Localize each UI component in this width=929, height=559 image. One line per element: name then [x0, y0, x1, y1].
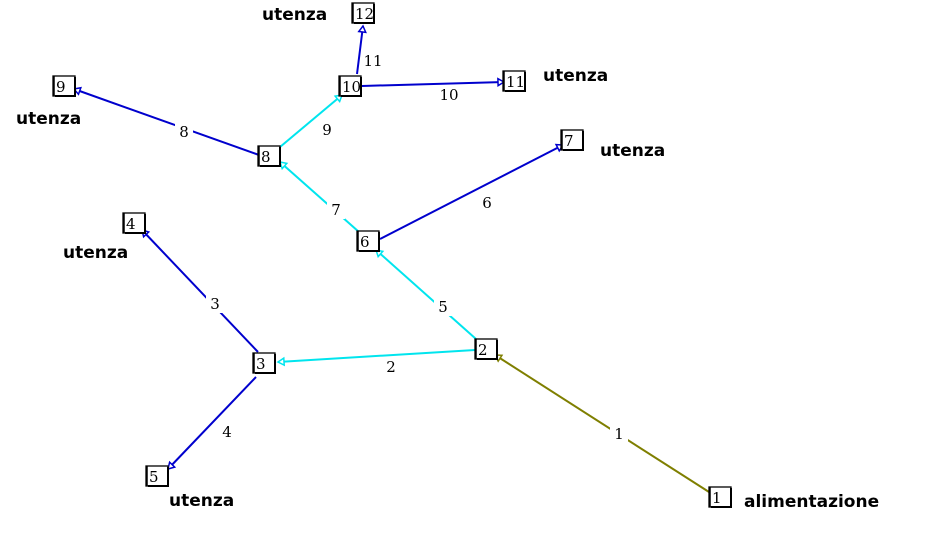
edge-number: 2: [386, 358, 396, 376]
node-role-label: utenza: [63, 243, 128, 263]
node-shadow: [148, 467, 169, 487]
edge-8: 8: [72, 86, 260, 156]
edge-label-gap: [175, 123, 193, 141]
edge-4: 4: [166, 376, 257, 471]
node-7: 7: [560, 129, 584, 151]
node-shadow: [354, 4, 375, 24]
node-4: 4: [122, 212, 146, 234]
edge-label-gap: [434, 298, 452, 316]
node-role-label: alimentazione: [744, 492, 879, 512]
edge-10: 10: [361, 77, 506, 104]
node-role-label: utenza: [169, 491, 234, 511]
node-number: 12: [355, 5, 374, 23]
node-role-label: utenza: [16, 109, 81, 129]
node-shadow: [125, 214, 146, 234]
edge-number: 7: [331, 201, 341, 219]
edge-line: [167, 376, 257, 470]
node-shadow: [359, 232, 380, 252]
node-6: 6: [356, 230, 380, 252]
edge-6: 6: [379, 143, 565, 240]
node-shadow: [260, 147, 281, 167]
edge-11: 11: [356, 24, 383, 75]
node-number: 1: [712, 489, 722, 507]
edge-line: [141, 229, 259, 353]
edge-label-gap: [206, 295, 224, 313]
edge-line: [379, 144, 564, 240]
edge-9: 9: [279, 94, 344, 148]
node-1: 1: [708, 486, 732, 508]
node-shadow: [711, 488, 732, 508]
edge-arrow-icon: [278, 161, 289, 171]
edge-line: [356, 25, 364, 75]
labels-layer: alimentazione utenza utenza utenza utenza ute…: [16, 5, 879, 512]
node-number: 6: [360, 233, 370, 251]
node-shadow: [477, 340, 498, 360]
node-shadow: [255, 354, 276, 374]
edge-number: 5: [438, 298, 448, 316]
node-9: 9: [52, 75, 76, 97]
node-number: 8: [261, 148, 271, 166]
edge-label-gap: [382, 358, 400, 376]
node-3: 3: [252, 352, 276, 374]
node-number: 10: [342, 78, 361, 96]
edge-line: [73, 88, 260, 156]
edge-number: 10: [439, 86, 458, 104]
node-2: 2: [474, 338, 498, 360]
edge-label-gap: [318, 121, 336, 139]
node-shadow: [505, 72, 526, 92]
edge-line: [494, 354, 710, 493]
edge-arrow-icon: [497, 77, 506, 87]
node-shadow: [341, 77, 362, 97]
edge-label-gap: [218, 423, 236, 441]
node-shadow: [55, 77, 76, 97]
node-number: 5: [149, 468, 159, 486]
node-role-label: utenza: [262, 5, 327, 25]
edge-arrow-icon: [357, 24, 367, 34]
node-number: 2: [478, 341, 488, 359]
node-number: 9: [56, 78, 66, 96]
edge-number: 4: [222, 423, 232, 441]
edge-line: [279, 161, 360, 233]
node-10: 10: [338, 75, 362, 97]
node-number: 4: [126, 215, 136, 233]
edge-label-gap: [610, 425, 628, 443]
edge-label-gap: [440, 86, 458, 104]
edge-number: 1: [614, 425, 624, 443]
edge-2: 2: [276, 349, 476, 376]
node-number: 7: [564, 132, 574, 150]
edge-5: 5: [374, 249, 477, 340]
node-number: 3: [256, 355, 266, 373]
edge-7: 7: [278, 161, 360, 233]
edge-line: [361, 81, 505, 87]
edge-label-gap: [364, 52, 382, 70]
node-role-label: utenza: [600, 141, 665, 161]
edge-label-gap: [327, 201, 345, 219]
node-role-label: utenza: [543, 66, 608, 86]
edge-number: 6: [482, 194, 492, 212]
node-shadow: [563, 131, 584, 151]
edge-1: 1: [493, 354, 710, 493]
edge-label-gap: [478, 194, 496, 212]
node-number: 11: [506, 73, 525, 91]
node-8: 8: [257, 145, 281, 167]
edge-number: 3: [210, 295, 220, 313]
edge-line: [279, 94, 343, 148]
edge-arrow-icon: [166, 460, 177, 471]
edge-arrow-icon: [276, 356, 286, 367]
edge-3: 3: [140, 228, 259, 353]
edge-line: [277, 349, 476, 363]
edge-number: 11: [363, 52, 382, 70]
edge-number: 9: [322, 121, 332, 139]
node-5: 5: [145, 465, 169, 487]
edge-line: [375, 249, 477, 340]
edge-number: 8: [179, 123, 189, 141]
node-12: 12: [351, 2, 375, 24]
node-11: 11: [502, 70, 526, 92]
